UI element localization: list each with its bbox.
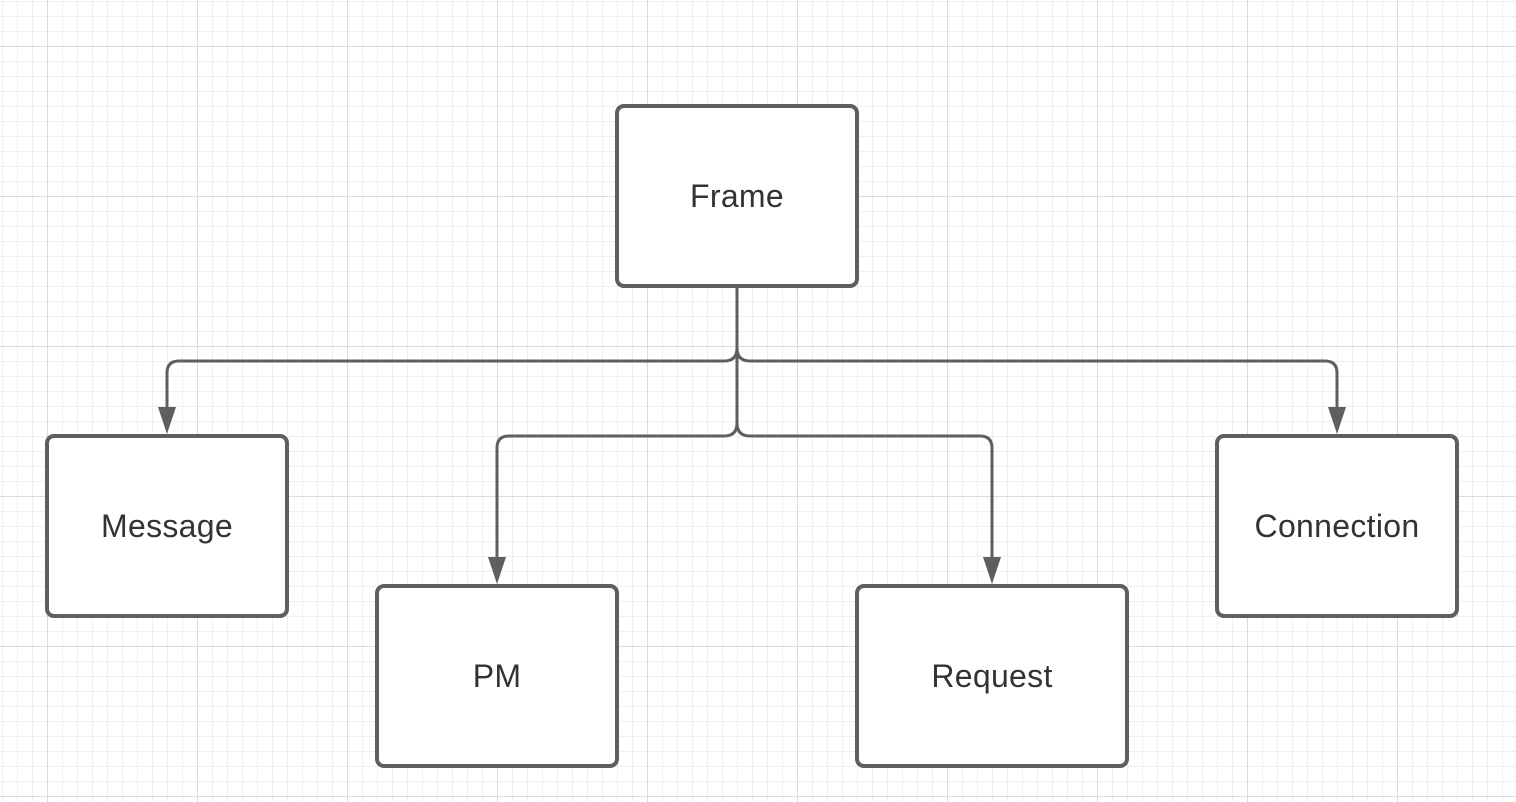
arrowhead-message [158, 407, 176, 434]
node-frame-label: Frame [690, 177, 784, 214]
connector-frame-request [735, 422, 994, 560]
node-message-label: Message [101, 507, 233, 544]
connector-frame-connection [735, 347, 1339, 410]
connector-frame-pm [495, 422, 739, 560]
node-frame[interactable]: Frame [615, 104, 859, 288]
node-pm[interactable]: PM [375, 584, 619, 768]
arrowhead-request [983, 557, 1001, 584]
connector-frame-message [165, 347, 739, 410]
arrowhead-pm [488, 557, 506, 584]
node-connection-label: Connection [1254, 507, 1420, 544]
arrowhead-connection [1328, 407, 1346, 434]
node-message[interactable]: Message [45, 434, 289, 618]
node-connection[interactable]: Connection [1215, 434, 1459, 618]
node-pm-label: PM [472, 657, 522, 694]
node-request[interactable]: Request [855, 584, 1129, 768]
node-request-label: Request [931, 657, 1053, 694]
